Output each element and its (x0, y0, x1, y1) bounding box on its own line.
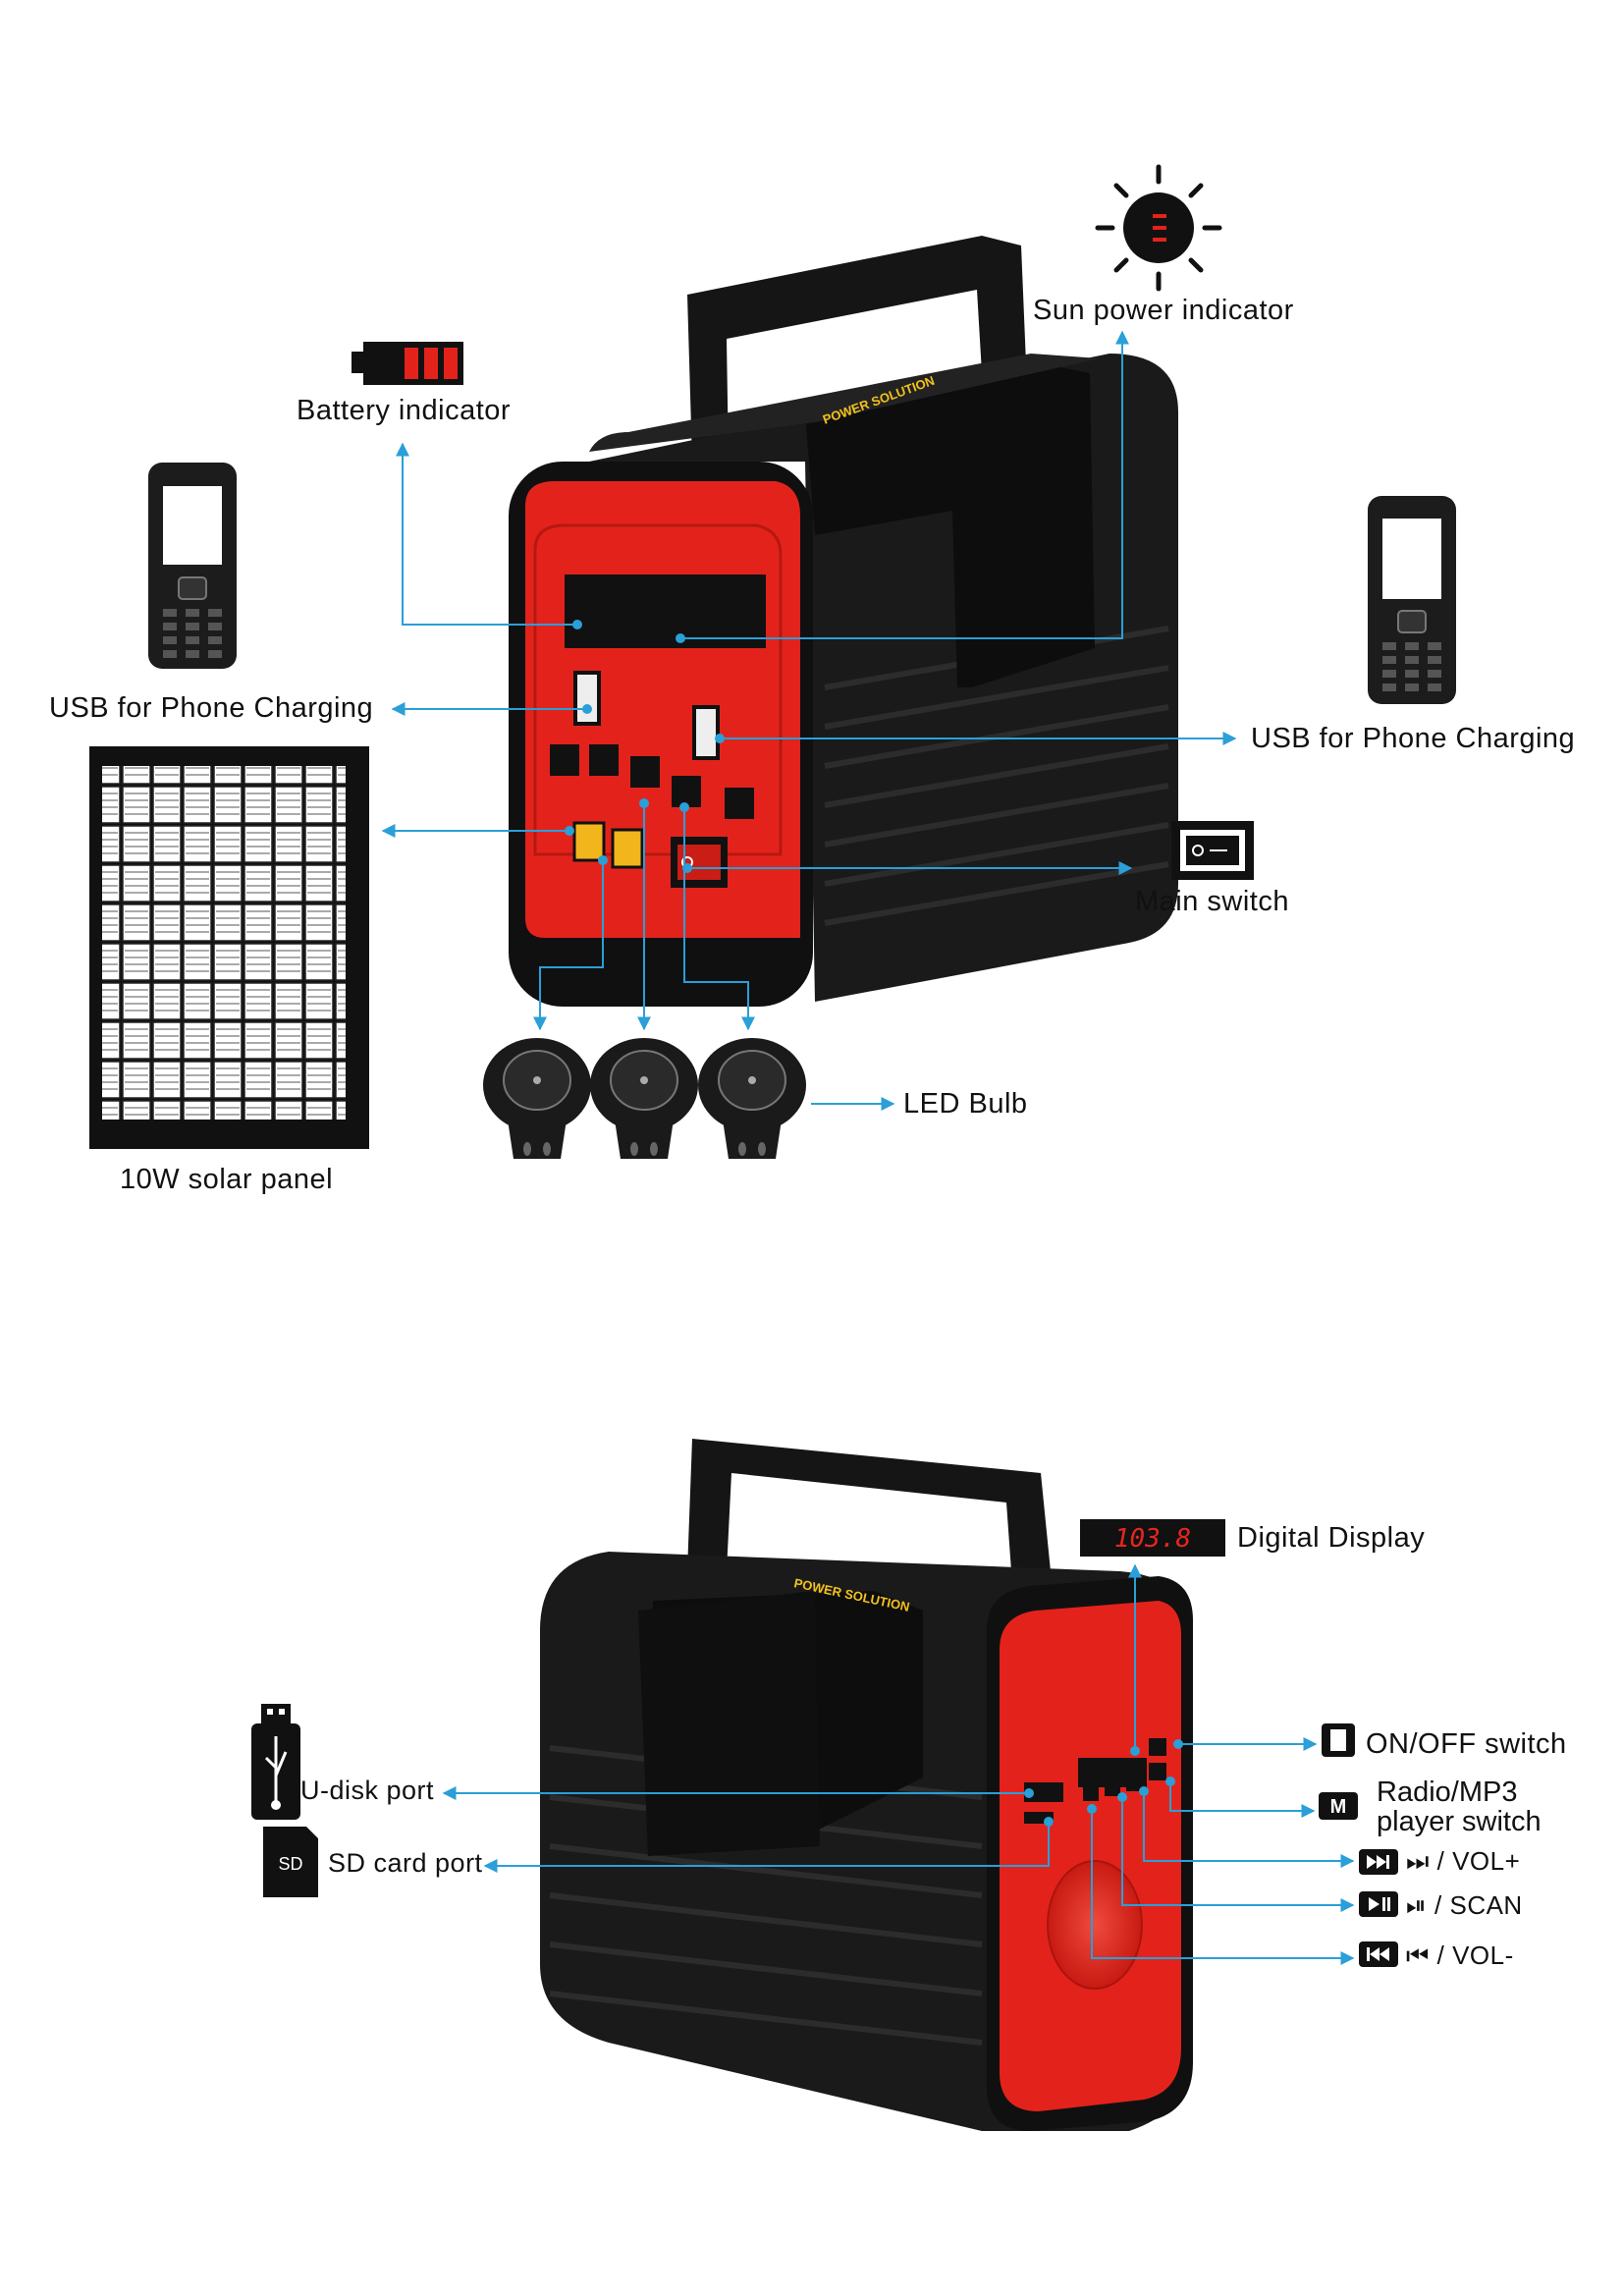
bottom-side-panel (1000, 1601, 1181, 2111)
u-disk-port-label: U-disk port (300, 1776, 435, 1805)
led-bulb-3 (698, 1038, 806, 1159)
sun-power-indicator-label: Sun power indicator (1033, 295, 1294, 326)
usb-stick-icon (251, 1704, 300, 1820)
vol-minus-label: ⏮ / VOL- (1406, 1941, 1514, 1970)
bottom-leader-lines (442, 1563, 1355, 1965)
led-bulb-1 (483, 1038, 591, 1159)
digital-display-icon: 103.8 (1080, 1519, 1225, 1557)
vol-plus-label: ⏭ / VOL+ (1406, 1846, 1521, 1876)
bottom-strap (638, 1591, 820, 1856)
top-handle (687, 236, 1026, 462)
mode-icon-text: M (1330, 1796, 1347, 1818)
digital-display-label: Digital Display (1237, 1522, 1426, 1554)
display-readout: 103.8 (1114, 1524, 1191, 1554)
next-track-icon (1359, 1849, 1398, 1875)
power-button-icon (1322, 1723, 1355, 1757)
sd-card-port-label: SD card port (328, 1848, 483, 1878)
mode-button-icon: M (1319, 1792, 1358, 1820)
bottom-handle (687, 1439, 1051, 1571)
on-off-switch-label: ON/OFF switch (1366, 1728, 1567, 1760)
battery-indicator-label: Battery indicator (297, 395, 512, 426)
phone-left-icon (148, 463, 237, 669)
radio-mp3-label-line1: Radio/MP3 (1377, 1777, 1518, 1808)
led-bulb-label: LED Bulb (903, 1088, 1028, 1120)
led-bulb-icons (483, 1038, 806, 1159)
usb-right-label: USB for Phone Charging (1251, 723, 1576, 754)
usb-left-label: USB for Phone Charging (49, 692, 374, 724)
play-pause-icon (1359, 1891, 1398, 1917)
led-bulb-2 (590, 1038, 698, 1159)
solar-panel-image (89, 746, 369, 1149)
main-switch-icon (1171, 821, 1254, 880)
top-device: POWER SOLUTION (509, 236, 1178, 1007)
radio-mp3-label-line2: player switch (1377, 1806, 1542, 1837)
top-strap (805, 363, 1095, 687)
battery-icon (352, 342, 463, 385)
speaker-grill (1047, 1860, 1143, 1990)
scan-label: ⏯ / SCAN (1406, 1890, 1523, 1920)
main-switch-label: Main switch (1135, 886, 1289, 917)
solar-panel-label: 10W solar panel (120, 1164, 334, 1195)
phone-right-icon (1368, 496, 1456, 704)
sd-icon-text: SD (278, 1854, 302, 1874)
sun-icon (1095, 164, 1222, 292)
top-leader-lines (381, 330, 1237, 1111)
sd-card-icon: SD (263, 1827, 318, 1897)
previous-track-icon (1359, 1941, 1398, 1967)
